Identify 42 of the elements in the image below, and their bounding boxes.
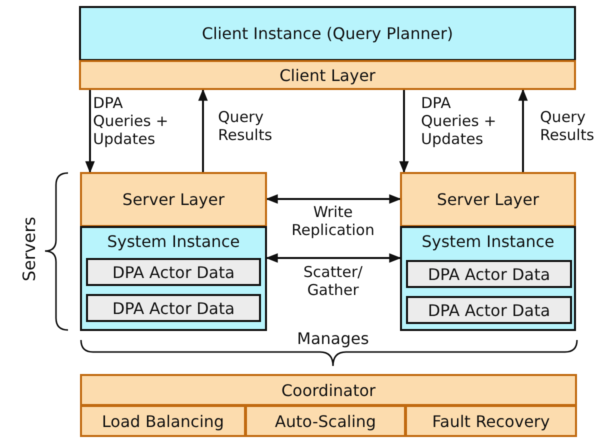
arrow (266, 253, 402, 263)
module-cell (80, 405, 246, 437)
arrow (85, 90, 95, 174)
actor-data-box (86, 258, 261, 286)
node-text: Server Layer (122, 190, 225, 209)
edge-label: DPA Queries + Updates (93, 94, 170, 148)
node-text: Client Instance (Query Planner) (202, 24, 454, 43)
node-text: System Instance (422, 232, 554, 251)
module-cell (245, 405, 406, 437)
group-label: Servers (21, 216, 39, 284)
brace-label: Manages (296, 330, 370, 348)
node-text: Auto-Scaling (274, 412, 376, 430)
layer-bar (80, 374, 577, 406)
layer-bar (400, 172, 576, 227)
node-text: Coordinator (281, 380, 376, 400)
layer-bar (79, 60, 576, 90)
actor-data-box (86, 294, 261, 322)
node-text: System Instance (107, 232, 240, 251)
arrow (266, 194, 402, 204)
actor-data-box (406, 296, 572, 324)
node-text: DPA Actor Data (112, 298, 235, 318)
system-instance-box (400, 226, 576, 331)
arrow (198, 88, 208, 172)
node-text: Fault Recovery (432, 412, 550, 430)
edge-label: Query Results (540, 108, 596, 144)
node-text: DPA Actor Data (428, 300, 550, 320)
node-text: DPA Actor Data (428, 264, 550, 284)
arrow (399, 90, 409, 174)
edge-label: Query Results (218, 108, 274, 144)
system-instance-box (80, 226, 267, 331)
module-cell (405, 405, 577, 437)
node-text: Server Layer (436, 190, 540, 209)
edge-label: DPA Queries + Updates (421, 94, 498, 148)
layer-bar (80, 172, 267, 227)
edge-label: Write Replication (290, 203, 376, 239)
actor-data-box (406, 260, 572, 288)
edge-label: Scatter/ Gather (302, 263, 364, 299)
node-text: Load Balancing (102, 412, 224, 430)
client-instance-box (79, 6, 576, 61)
node-text: Client Layer (279, 66, 376, 84)
node-text: DPA Actor Data (112, 262, 235, 282)
arrow (518, 88, 528, 172)
